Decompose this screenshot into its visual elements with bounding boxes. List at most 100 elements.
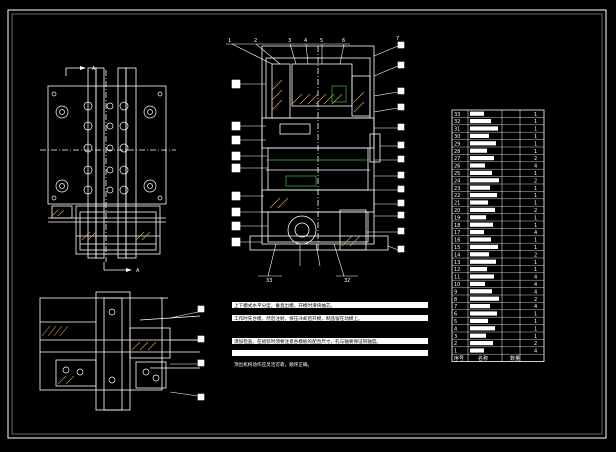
parts-row-name xyxy=(470,333,486,338)
section-arrow-a-top: A xyxy=(65,66,96,76)
parts-row-number: 8 xyxy=(454,297,457,303)
assembly-leaders-right xyxy=(366,41,405,253)
assembly-hatch xyxy=(269,79,365,247)
parts-row-name xyxy=(470,296,499,301)
parts-row-number: 24 xyxy=(454,178,460,184)
parts-row-name xyxy=(470,259,496,264)
parts-row-number: 4 xyxy=(454,326,457,332)
parts-row-name xyxy=(470,163,485,168)
parts-row-qty: 4 xyxy=(534,282,537,288)
parts-row-qty: 1 xyxy=(534,245,537,251)
parts-row-number: 22 xyxy=(454,193,460,199)
parts-row-qty: 4 xyxy=(534,275,537,281)
callout-33: 33 xyxy=(266,278,272,284)
parts-row-number: 29 xyxy=(454,141,460,147)
callout-6: 6 xyxy=(342,38,345,44)
callout-5: 5 xyxy=(320,38,323,44)
parts-row-name xyxy=(470,318,488,323)
parts-row-number: 19 xyxy=(454,215,460,221)
parts-row-name xyxy=(470,126,498,131)
assembly-leaders-left xyxy=(231,79,268,247)
parts-row-number: 30 xyxy=(454,134,460,140)
plan-view-holes xyxy=(51,91,163,201)
parts-row-number: 5 xyxy=(454,319,457,325)
parts-row-qty: 1 xyxy=(534,149,537,155)
parts-row-number: 7 xyxy=(454,304,457,310)
parts-row-name xyxy=(470,267,487,272)
parts-row-name xyxy=(470,200,488,205)
parts-row-number: 13 xyxy=(454,260,460,266)
parts-row-number: 33 xyxy=(454,112,460,118)
parts-row-name xyxy=(470,222,493,227)
tech-notes: 上下模式水平分型，垂直出模，开模时滑块抽芯。 工作时先合模，然后注射，保压冷却后… xyxy=(232,302,428,368)
note-line-4: 顶出机构动作应灵活可靠，顺序正确。 xyxy=(234,361,312,368)
parts-row-name xyxy=(470,341,493,346)
parts-row-number: 26 xyxy=(454,164,460,170)
callout-3: 3 xyxy=(288,38,291,44)
parts-row-name xyxy=(470,237,491,242)
parts-row-name xyxy=(470,148,487,153)
parts-row-number: 3 xyxy=(454,334,457,340)
side-view-hatch xyxy=(41,325,157,385)
section-label-a-top: A xyxy=(92,66,96,72)
parts-row-qty: 1 xyxy=(534,193,537,199)
parts-row-qty: 1 xyxy=(534,201,537,207)
parts-row-name xyxy=(470,252,489,257)
parts-row-name xyxy=(470,170,492,175)
parts-row-number: 18 xyxy=(454,223,460,229)
side-view-leaders xyxy=(169,305,205,401)
parts-row-number: 17 xyxy=(454,230,460,236)
plan-view-hatch xyxy=(51,209,151,241)
callout-4: 4 xyxy=(304,38,307,44)
callout-2: 2 xyxy=(254,38,257,44)
parts-row-qty: 4 xyxy=(534,230,537,236)
parts-row-qty: 1 xyxy=(534,267,537,273)
parts-row-number: 20 xyxy=(454,208,460,214)
assembly-leaders-top xyxy=(226,43,350,65)
parts-row-number: 12 xyxy=(454,267,460,273)
parts-row-name xyxy=(470,304,490,309)
parts-table-header: 数量 xyxy=(510,355,520,362)
parts-row-number: 15 xyxy=(454,245,460,251)
parts-row-qty: 1 xyxy=(534,171,537,177)
note-line-2: 工作时先合模，然后注射，保压冷却后开模，制品留在动模上。 xyxy=(234,315,363,322)
parts-row-qty: 2 xyxy=(534,341,537,347)
parts-row-number: 25 xyxy=(454,171,460,177)
parts-row-qty: 4 xyxy=(534,289,537,295)
parts-row-qty: 1 xyxy=(534,119,537,125)
parts-row-number: 9 xyxy=(454,289,457,295)
parts-row-qty: 1 xyxy=(534,112,537,118)
parts-row-name xyxy=(470,348,484,353)
border-frame xyxy=(7,9,607,439)
parts-row-qty: 1 xyxy=(534,260,537,266)
parts-row-name xyxy=(470,119,491,124)
callout-7: 7 xyxy=(396,36,399,42)
parts-row-name xyxy=(470,311,497,316)
parts-row-name xyxy=(470,141,496,146)
parts-row-name xyxy=(470,178,499,183)
parts-row-number: 21 xyxy=(454,201,460,207)
parts-row-qty: 1 xyxy=(534,215,537,221)
parts-row-qty: 1 xyxy=(534,238,537,244)
parts-row-qty: 2 xyxy=(534,208,537,214)
parts-row-number: 28 xyxy=(454,149,460,155)
parts-row-qty: 2 xyxy=(534,297,537,303)
parts-row-qty: 1 xyxy=(534,312,537,318)
parts-row-number: 2 xyxy=(454,341,457,347)
parts-row-qty: 2 xyxy=(534,178,537,184)
side-view xyxy=(39,291,201,411)
plan-view xyxy=(40,67,176,262)
section-arrow-a-bottom: A xyxy=(103,262,140,274)
parts-row-number: 10 xyxy=(454,282,460,288)
parts-row-number: 23 xyxy=(454,186,460,192)
parts-table-header: 序号 xyxy=(454,355,464,362)
parts-table-header: 名称 xyxy=(478,355,488,362)
callout-numbers-top: 1 2 3 4 5 6 7 xyxy=(228,36,399,44)
parts-row-name xyxy=(470,185,490,190)
parts-row-qty: 1 xyxy=(534,186,537,192)
callout-1: 1 xyxy=(228,38,231,44)
parts-row-name xyxy=(470,193,497,198)
parts-row-qty: 2 xyxy=(534,156,537,162)
callout-32: 32 xyxy=(344,278,350,284)
parts-row-qty: 1 xyxy=(534,127,537,133)
